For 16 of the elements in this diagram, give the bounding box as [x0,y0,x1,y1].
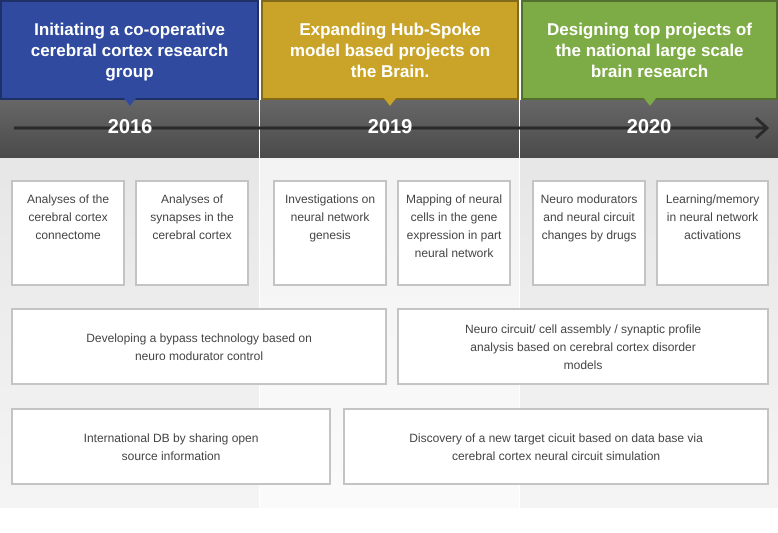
project-box: Investigations on neural network genesis [273,180,387,286]
project-box: Learning/memory in neural network activations [656,180,769,286]
year-label: 2016 [106,116,154,139]
project-box: Developing a bypass technology based on neuro modurator control [11,308,387,385]
year-label: 2019 [366,116,414,139]
project-box: Analyses of synapses in the cerebral cortex [135,180,249,286]
project-box: International DB by sharing open source information [11,408,331,485]
project-box: Discovery of a new target cicuit based on data base via cerebral cortex neural circuit simulation [343,408,769,485]
project-box: Neuro circuit/ cell assembly / synaptic profile analysis based on cerebral cortex disorder models [397,308,769,385]
project-box: Mapping of neural cells in the gene expression in part neural network [397,180,511,286]
phase-header: Designing top projects of the national large scale brain research [521,0,778,100]
year-label: 2020 [626,116,672,139]
project-box: Neuro modurators and neural circuit changes by drugs [532,180,646,286]
phase-header: Expanding Hub-Spoke model based projects on the Brain. [261,0,519,100]
project-box: Analyses of the cerebral cortex connectome [11,180,125,286]
phase-header: Initiating a co-operative cerebral cortex research group [0,0,259,100]
